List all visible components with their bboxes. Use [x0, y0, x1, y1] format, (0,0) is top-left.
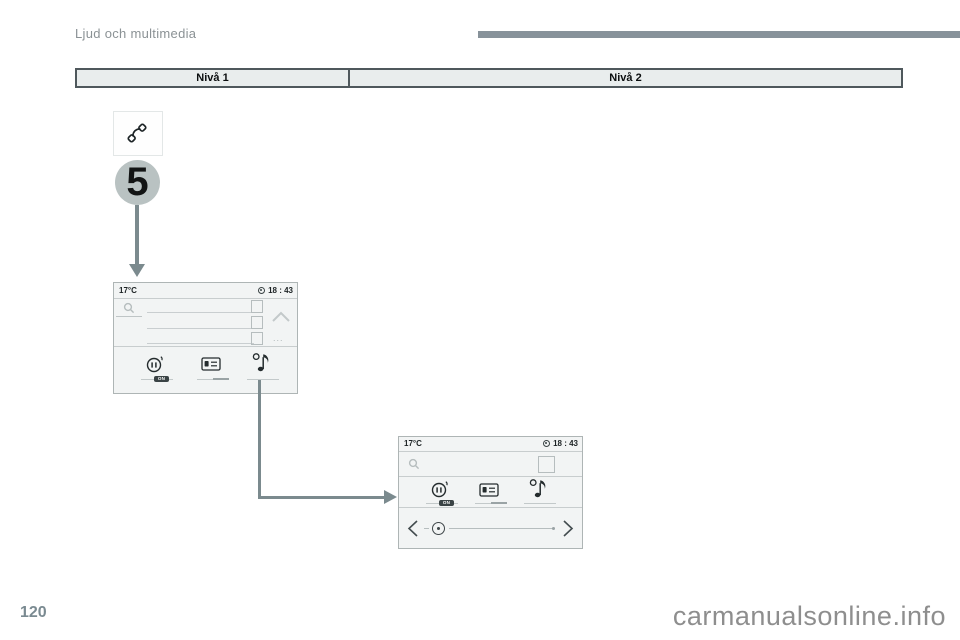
screen1-clock: 18 : 43 — [268, 286, 293, 295]
screen1-shortcut-bar: ON — [114, 347, 297, 394]
checkbox — [251, 332, 263, 345]
screen2-clock: 18 : 43 — [553, 439, 578, 448]
chevron-up-icon — [271, 310, 291, 323]
icon-underline — [524, 503, 556, 504]
list-line — [147, 343, 254, 344]
flow-connector-vertical — [258, 380, 261, 499]
more-dots: ... — [273, 333, 284, 343]
checkbox — [251, 316, 263, 329]
chapter-badge: 5 — [115, 160, 160, 205]
chevron-right-icon — [562, 519, 575, 538]
screen1-statusbar: 17°C 18 : 43 — [114, 283, 297, 299]
search-icon — [408, 458, 420, 470]
screen2-slider-row — [399, 508, 582, 548]
table-header-level2: Nivå 2 — [609, 72, 642, 84]
list-line — [147, 312, 254, 313]
flow-arrow-down-head — [129, 264, 145, 277]
screen2-temperature: 17°C — [404, 439, 422, 448]
slider-track-end-dot — [552, 527, 555, 530]
slider-track — [449, 528, 554, 529]
search-icon — [123, 302, 135, 314]
screen1-temperature: 17°C — [119, 286, 137, 295]
icon-underline-active — [491, 502, 507, 504]
pause-on-icon — [145, 354, 166, 374]
section-title: Ljud och multimedia — [75, 26, 197, 41]
flow-connector-horizontal — [258, 496, 385, 499]
pause-on-icon — [430, 479, 451, 499]
screen2-shortcut-bar: ON — [399, 477, 582, 508]
phone-function-box — [113, 111, 163, 156]
contact-card-icon — [201, 357, 221, 371]
flow-arrow-down-shaft — [135, 205, 139, 265]
music-note-icon — [529, 478, 547, 499]
screen2-search-row — [399, 452, 582, 477]
slider-handle — [432, 522, 445, 535]
table-header-level1: Nivå 1 — [77, 70, 350, 86]
gear-icon — [543, 440, 551, 447]
list-line — [147, 328, 254, 329]
icon-underline — [247, 379, 279, 380]
chapter-number: 5 — [126, 160, 149, 204]
watermark: carmanualsonline.info — [672, 601, 946, 631]
checkbox — [538, 456, 555, 473]
contact-card-icon — [479, 483, 499, 497]
slider-handle-dot — [436, 526, 440, 530]
header-accent-bar — [478, 31, 960, 38]
touchscreen-illustration-2: 17°C 18 : 43 ON — [398, 436, 583, 549]
checkbox — [251, 300, 263, 313]
chevron-left-icon — [406, 519, 419, 538]
gear-icon — [258, 287, 266, 294]
icon-underline-active — [213, 378, 229, 380]
music-note-icon — [252, 352, 270, 373]
on-badge: ON — [154, 376, 169, 382]
search-underline — [116, 316, 142, 317]
page-number: 120 — [20, 604, 47, 621]
screen2-statusbar: 17°C 18 : 43 — [399, 437, 582, 452]
levels-table: Nivå 1 Nivå 2 — [75, 68, 903, 88]
screen1-list-area: ... — [114, 299, 297, 347]
slider-track-left — [424, 528, 429, 529]
flow-arrow-right-head — [384, 490, 397, 504]
on-badge: ON — [439, 500, 454, 506]
touchscreen-illustration-1: 17°C 18 : 43 ... — [113, 282, 298, 394]
phone-icon — [124, 120, 152, 148]
